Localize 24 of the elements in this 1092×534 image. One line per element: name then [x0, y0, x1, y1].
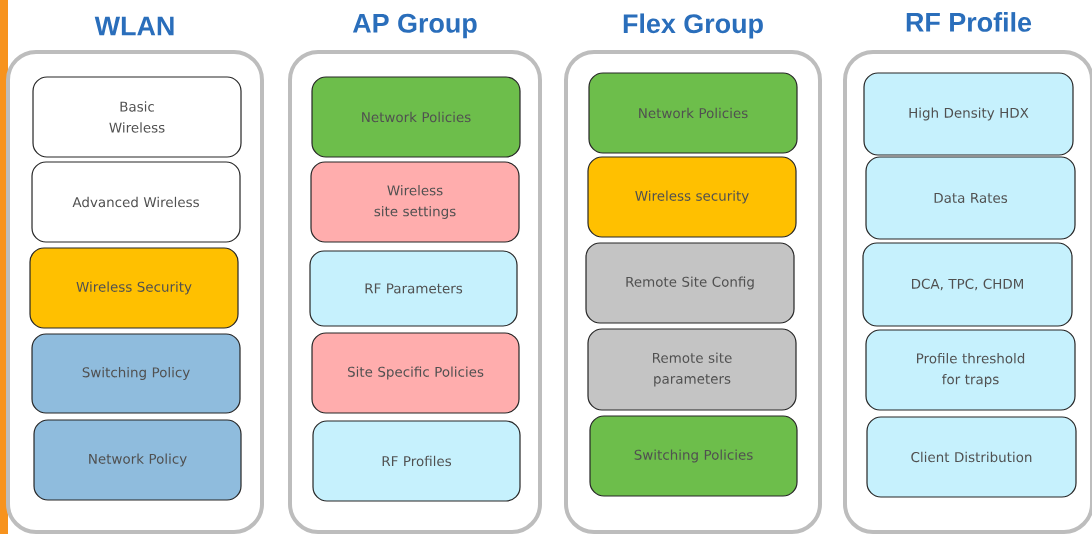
- setting-box: High Density HDX: [863, 72, 1074, 156]
- setting-box: Wireless Security: [29, 247, 239, 329]
- group-heading: AP Group: [352, 13, 477, 39]
- setting-box: DCA, TPC, CHDM: [862, 242, 1073, 327]
- group-heading: WLAN: [94, 16, 174, 36]
- group-heading: RF Profile: [906, 12, 1032, 32]
- setting-box: Advanced Wireless: [31, 161, 241, 243]
- setting-box: RF Profiles: [312, 420, 521, 502]
- setting-box: Switching Policy: [31, 333, 241, 414]
- setting-box: RF Parameters: [309, 250, 518, 327]
- setting-box: Network Policies: [311, 76, 521, 158]
- setting-box: Basic Wireless: [32, 76, 242, 158]
- setting-box: Network Policy: [33, 419, 242, 501]
- setting-box: Switching Policies: [589, 415, 798, 497]
- setting-box: Profile threshold for traps: [865, 329, 1076, 411]
- setting-box: Remote Site Config: [585, 242, 795, 324]
- setting-box: Network Policies: [588, 72, 798, 154]
- group-heading: Flex Group: [623, 13, 763, 39]
- setting-box: Wireless site settings: [310, 161, 520, 243]
- setting-box: Data Rates: [865, 156, 1076, 240]
- setting-box: Site Specific Policies: [311, 332, 520, 414]
- setting-box: Client Distribution: [866, 416, 1077, 498]
- setting-box: Remote site parameters: [587, 328, 797, 411]
- setting-box: Wireless security: [587, 156, 797, 238]
